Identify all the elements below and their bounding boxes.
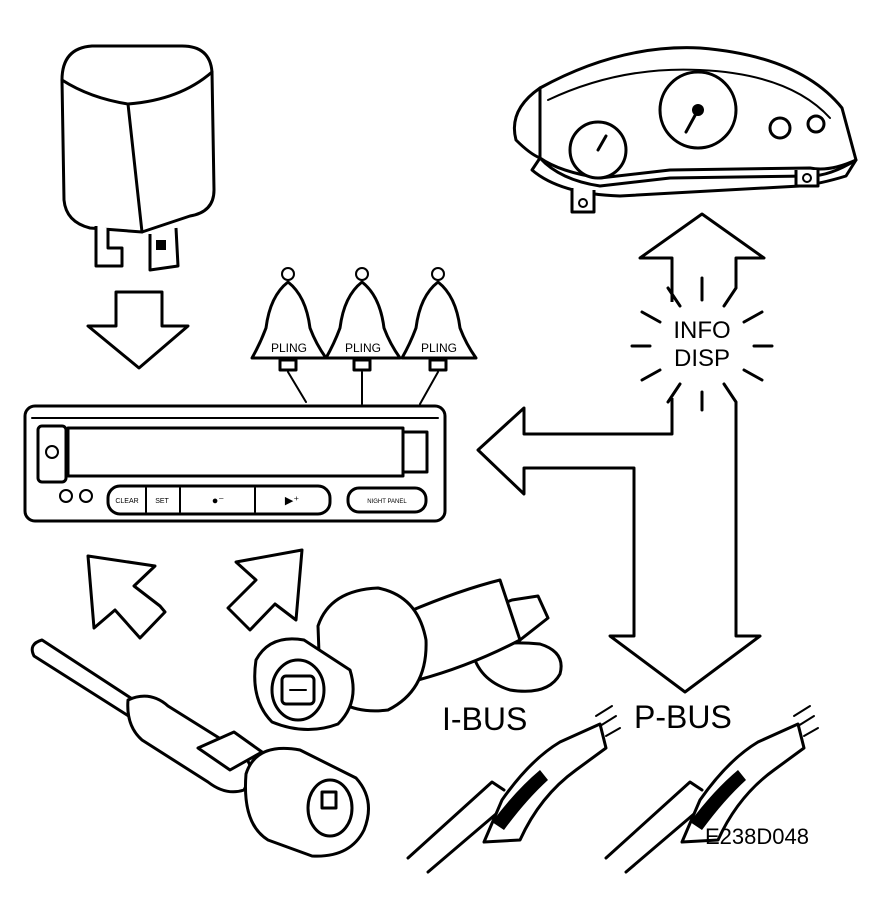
bus-arrows — [476, 212, 766, 694]
i-bus-cable — [406, 705, 621, 874]
info-label: INFO — [673, 317, 730, 344]
instrument-cluster — [512, 46, 858, 214]
plus-button: ▶⁺ — [285, 495, 299, 507]
p-bus-cable — [604, 705, 819, 874]
disp-label: DISP — [674, 345, 730, 372]
info-display-burst: INFO DISP — [630, 276, 774, 412]
arrow-relay-to-unit — [86, 290, 190, 370]
relay-illustration — [60, 44, 216, 272]
set-button: SET — [155, 498, 169, 505]
arrow-sensor-to-unit — [86, 554, 167, 640]
pressure-sensor — [253, 578, 563, 732]
bell-3: PLING — [400, 267, 478, 372]
arrow-sensor-to-unit — [226, 548, 304, 632]
bell-2: PLING — [324, 267, 402, 372]
bell-label: PLING — [271, 341, 307, 355]
night-panel-button: NIGHT PANEL — [367, 499, 407, 505]
clear-button: CLEAR — [115, 498, 138, 505]
bell-label: PLING — [345, 341, 381, 355]
p-bus-label: P-BUS — [634, 699, 732, 735]
bell-label: PLING — [421, 341, 457, 355]
i-bus-label: I-BUS — [442, 701, 527, 737]
minus-button: ●⁻ — [212, 495, 225, 507]
reference-code: E238D048 — [705, 824, 809, 849]
display-control-unit: CLEAR SET ●⁻ ▶⁺ NIGHT PANEL — [23, 404, 447, 523]
bell-1: PLING — [250, 267, 328, 372]
temperature-sensor — [30, 638, 370, 858]
bell-sound-lines — [287, 371, 439, 405]
